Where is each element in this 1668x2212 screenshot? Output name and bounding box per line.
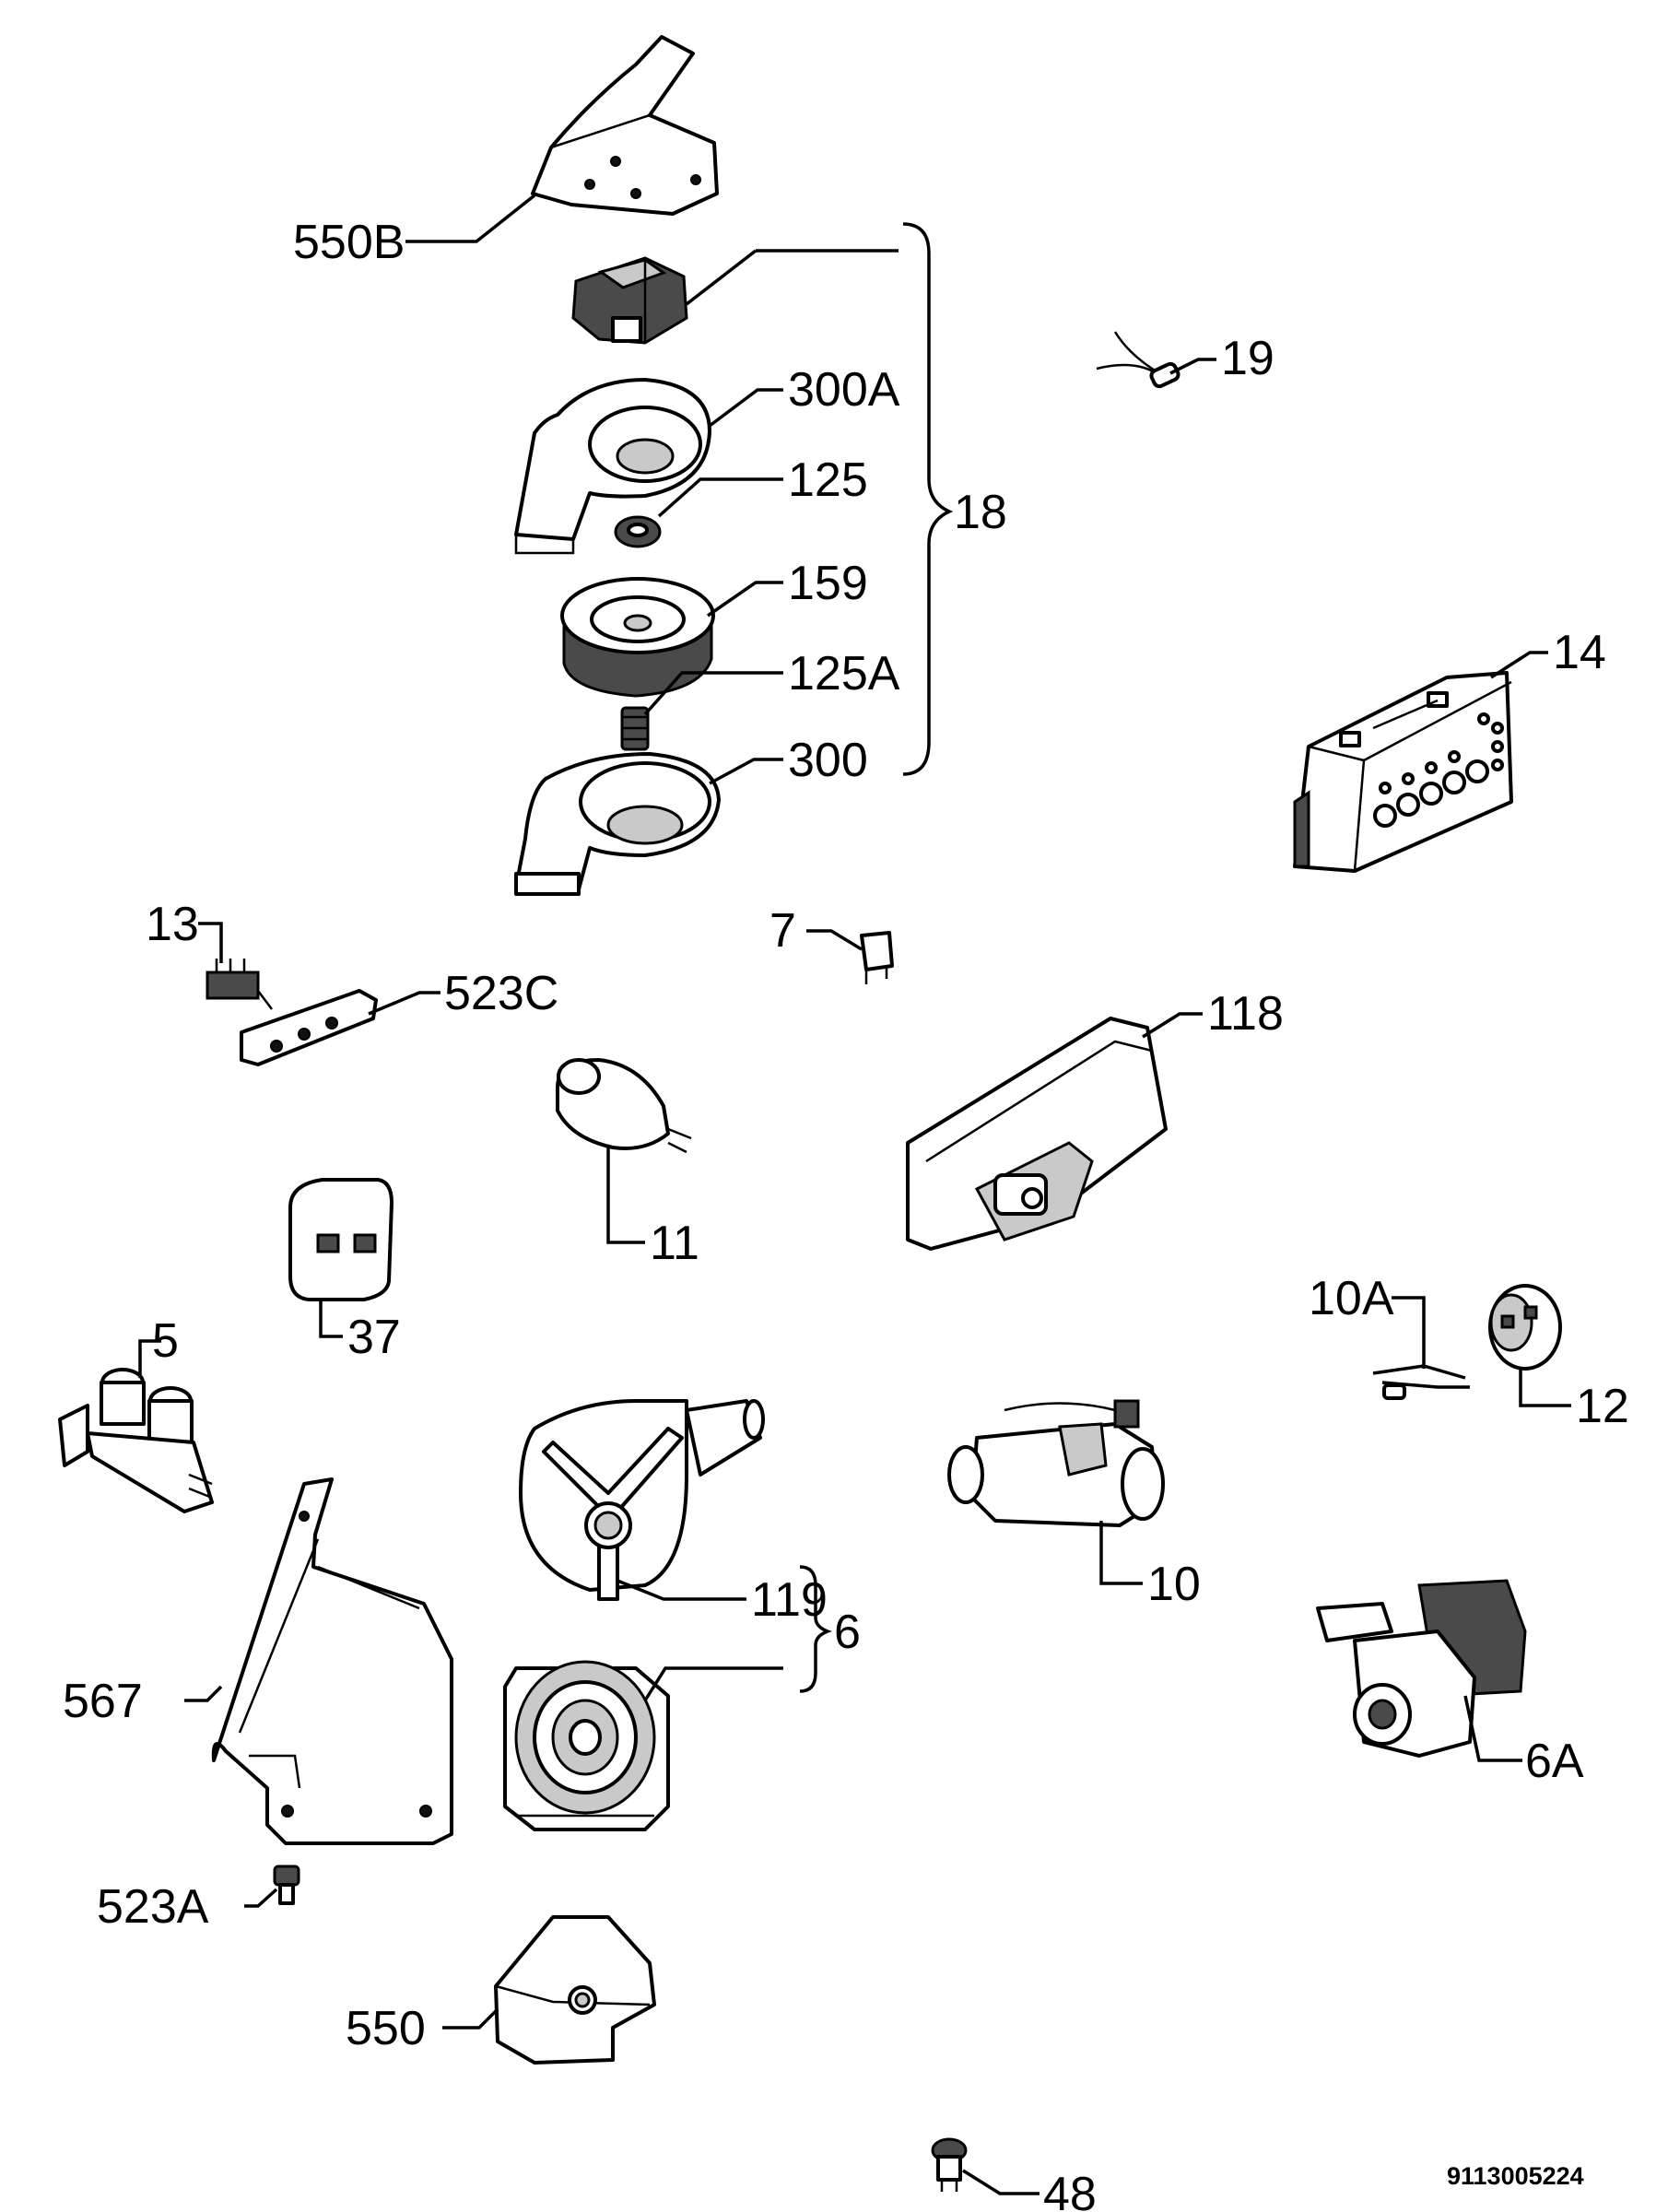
label-125a: 125A [788, 647, 900, 700]
label-567: 567 [63, 1675, 143, 1728]
part-10a-clip [1372, 1364, 1470, 1400]
label-119: 119 [751, 1573, 828, 1627]
label-48: 48 [1043, 2168, 1097, 2212]
part-523c-bracket [240, 989, 378, 1066]
part-12-knob [1488, 1284, 1562, 1371]
brace-6 [799, 1565, 832, 1693]
part-19-sensor [1096, 331, 1181, 389]
part-motor-top [571, 256, 688, 345]
part-125-ring [614, 515, 662, 548]
part-14-control-box [1293, 671, 1513, 873]
label-13: 13 [146, 898, 199, 951]
label-523a: 523A [97, 1880, 209, 1934]
label-523c: 523C [444, 967, 558, 1020]
part-300a-upper-housing [514, 378, 711, 555]
part-125a-spring [620, 706, 650, 751]
label-10a: 10A [1309, 1272, 1394, 1325]
label-12: 12 [1576, 1380, 1629, 1433]
label-11: 11 [650, 1217, 699, 1270]
part-550b-cover [531, 35, 719, 216]
part-119-pump-cover [519, 1399, 765, 1601]
label-5: 5 [152, 1314, 179, 1368]
label-18: 18 [954, 486, 1007, 539]
label-550b: 550B [293, 216, 405, 269]
part-10-heater [947, 1399, 1165, 1527]
brace-18 [902, 222, 954, 776]
part-567-shield [211, 1477, 453, 1845]
part-300-lower-housing [514, 752, 721, 896]
label-300a: 300A [788, 363, 900, 417]
label-159: 159 [788, 557, 868, 610]
label-19: 19 [1221, 332, 1274, 385]
label-37: 37 [347, 1311, 401, 1364]
label-10: 10 [1147, 1558, 1201, 1611]
label-14: 14 [1553, 626, 1606, 679]
leader-lines [138, 194, 1571, 2195]
part-11-capacitor [556, 1058, 692, 1154]
part-6-pump-wheel [503, 1660, 670, 1831]
part-5-valve [58, 1368, 214, 1513]
label-550: 550 [346, 2002, 426, 2055]
label-125: 125 [788, 453, 868, 507]
part-6a-drain-pump [1316, 1579, 1527, 1758]
part-7-switch [860, 931, 894, 984]
document-number: 9113005224 [1447, 2162, 1584, 2190]
label-6a: 6A [1525, 1735, 1584, 1788]
part-37-box [288, 1178, 394, 1301]
label-7: 7 [769, 904, 796, 958]
part-159-impeller [560, 577, 715, 698]
part-523a-screw [273, 1865, 300, 1905]
part-118-dispenser [906, 1017, 1168, 1251]
part-550-cover [494, 1915, 656, 2065]
label-300: 300 [788, 734, 868, 787]
label-6: 6 [834, 1606, 861, 1659]
part-48-plug [931, 2137, 968, 2192]
part-13-terminal [206, 959, 273, 1010]
label-118: 118 [1207, 987, 1284, 1041]
